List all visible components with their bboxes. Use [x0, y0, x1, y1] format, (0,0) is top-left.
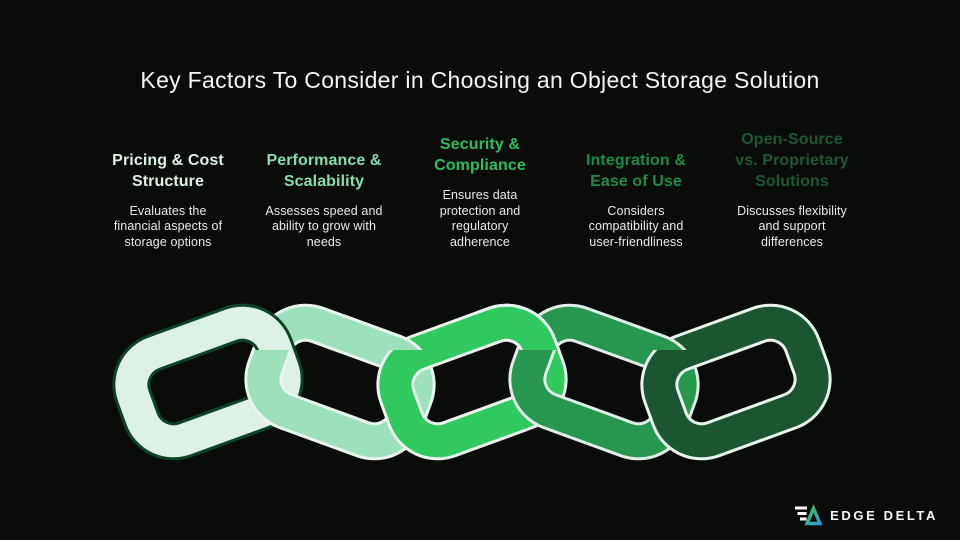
factor-heading: Open-Source vs. Proprietary Solutions [735, 130, 849, 190]
factor-heading: Pricing & Cost Structure [112, 151, 224, 190]
factor-integration: Integration & Ease of Use Considers comp… [562, 150, 710, 251]
factor-pricing: Pricing & Cost Structure Evaluates the f… [94, 150, 242, 251]
chain-link-integration [608, 303, 700, 350]
factor-open-source: Open-Source vs. Proprietary Solutions Di… [718, 129, 866, 251]
factor-heading: Performance & Scalability [266, 151, 382, 190]
factor-description: Assesses speed and ability to grow with … [265, 203, 383, 249]
factor-columns: Pricing & Cost Structure Evaluates the f… [94, 0, 866, 250]
factor-description: Evaluates the financial aspects of stora… [113, 203, 223, 249]
factor-heading: Security & Compliance [434, 136, 526, 174]
edge-delta-logo-icon [795, 504, 823, 526]
delta-triangle-icon [804, 504, 823, 526]
factor-security: Security & Compliance Ensures data prote… [406, 134, 554, 250]
factor-description: Considers compatibility and user-friendl… [588, 203, 684, 249]
factor-description: Discusses flexibility and support differ… [737, 203, 847, 249]
edge-delta-logo-text: EDGE DELTA [830, 507, 938, 523]
chain-link-performance [344, 303, 436, 350]
chain-link-open-source [640, 303, 832, 461]
factor-performance: Performance & Scalability Assesses speed… [250, 150, 398, 251]
factor-description: Ensures data protection and regulatory a… [439, 188, 521, 249]
factor-heading: Integration & Ease of Use [586, 151, 686, 190]
edge-delta-logo: EDGE DELTA [794, 504, 938, 526]
page-title: Key Factors To Consider in Choosing an O… [140, 67, 820, 94]
